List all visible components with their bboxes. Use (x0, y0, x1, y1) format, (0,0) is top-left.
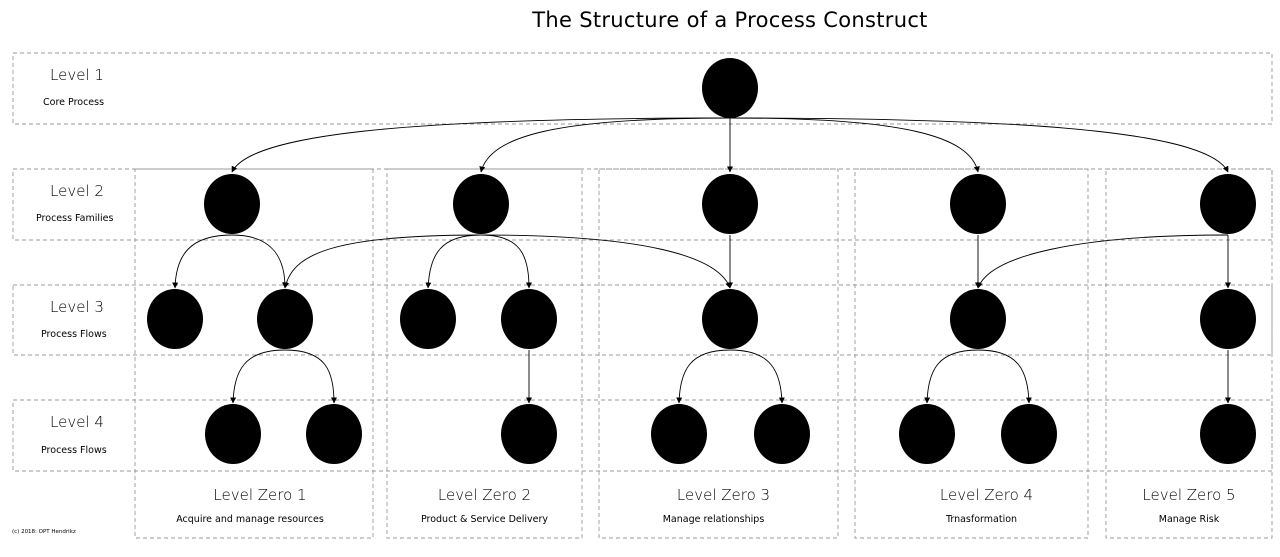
level-1-band (12, 52, 1273, 125)
level-zero-3-title: Level Zero 3 (676, 486, 771, 504)
level-zero-2-subtitle: Product & Service Delivery (420, 514, 549, 525)
flow-node-1 (147, 289, 203, 349)
edge-flow-6-to-task-6 (924, 349, 979, 404)
flow-node-5 (702, 289, 758, 349)
edge-family-2-to-flow-4 (480, 234, 532, 289)
level-zero-1-subtitle: Acquire and manage resources (176, 514, 324, 525)
level-zero-3-column (598, 168, 839, 539)
family-node-1 (204, 174, 260, 234)
edge-flow-2-to-task-1 (230, 349, 286, 404)
task-node-6 (899, 404, 955, 464)
level-bands (12, 52, 1273, 472)
level-zero-4-subtitle: Trnasformation (945, 514, 1018, 525)
nodes (147, 58, 1256, 464)
task-node-3 (501, 404, 557, 464)
edge-flow-5-to-task-4 (676, 349, 731, 404)
edge-flow-2-to-task-2 (284, 349, 337, 404)
level-3-title: Level 3 (50, 298, 104, 316)
level-zero-columns (134, 168, 1273, 539)
task-node-4 (651, 404, 707, 464)
task-node-2 (306, 404, 362, 464)
flow-node-2 (257, 289, 313, 349)
edge-core-to-family-1 (231, 117, 731, 173)
family-node-4 (950, 174, 1006, 234)
edge-family-1-to-flow-2 (231, 234, 288, 289)
edge-family-1-to-flow-1 (172, 234, 233, 289)
level-1-title: Level 1 (50, 66, 104, 84)
core-process-node (702, 58, 758, 118)
level-zero-5-subtitle: Manage Risk (1158, 514, 1220, 525)
flow-node-4 (501, 289, 557, 349)
task-node-5 (754, 404, 810, 464)
edge-core-to-family-5 (729, 117, 1229, 173)
edge-flow-5-to-task-5 (729, 349, 785, 404)
level-2-title: Level 2 (50, 182, 104, 200)
edge-family-2-to-flow-5 (480, 234, 731, 289)
family-node-2 (453, 174, 509, 234)
task-node-1 (205, 404, 261, 464)
level-zero-1-title: Level Zero 1 (213, 486, 307, 504)
edge-family-2-to-flow-3 (425, 234, 482, 289)
edge-flow-6-to-task-7 (977, 349, 1032, 404)
level-1-subtitle: Core Process (43, 97, 105, 108)
flow-node-3 (400, 289, 456, 349)
level-2-band (12, 168, 1273, 241)
flow-node-6 (950, 289, 1006, 349)
task-node-7 (1001, 404, 1057, 464)
family-node-3 (702, 174, 758, 234)
level-zero-5-title: Level Zero 5 (1142, 486, 1236, 504)
copyright-note: (c) 2018: OPT Hendrikz (12, 529, 76, 535)
level-4-band (12, 399, 1273, 472)
edges (172, 117, 1231, 404)
edge-core-to-family-4 (729, 117, 980, 173)
edge-family-2-to-flow-2 (283, 234, 482, 289)
edge-family-5-to-flow-6 (977, 234, 1229, 289)
family-node-5 (1200, 174, 1256, 234)
level-zero-3-subtitle: Manage relationships (662, 514, 765, 525)
level-zero-2-column (386, 168, 583, 539)
level-2-subtitle: Process Families (36, 213, 114, 224)
level-4-title: Level 4 (50, 413, 104, 431)
level-zero-2-title: Level Zero 2 (437, 486, 532, 504)
level-4-subtitle: Process Flows (41, 445, 107, 456)
level-zero-5-column (1105, 168, 1273, 539)
page-title: The Structure of a Process Construct (532, 8, 928, 32)
edge-core-to-family-2 (479, 117, 731, 173)
level-zero-4-title: Level Zero 4 (939, 486, 1034, 504)
flow-node-7 (1200, 289, 1256, 349)
level-3-subtitle: Process Flows (41, 329, 107, 340)
task-node-8 (1200, 404, 1256, 464)
level-zero-1-column (134, 168, 374, 539)
